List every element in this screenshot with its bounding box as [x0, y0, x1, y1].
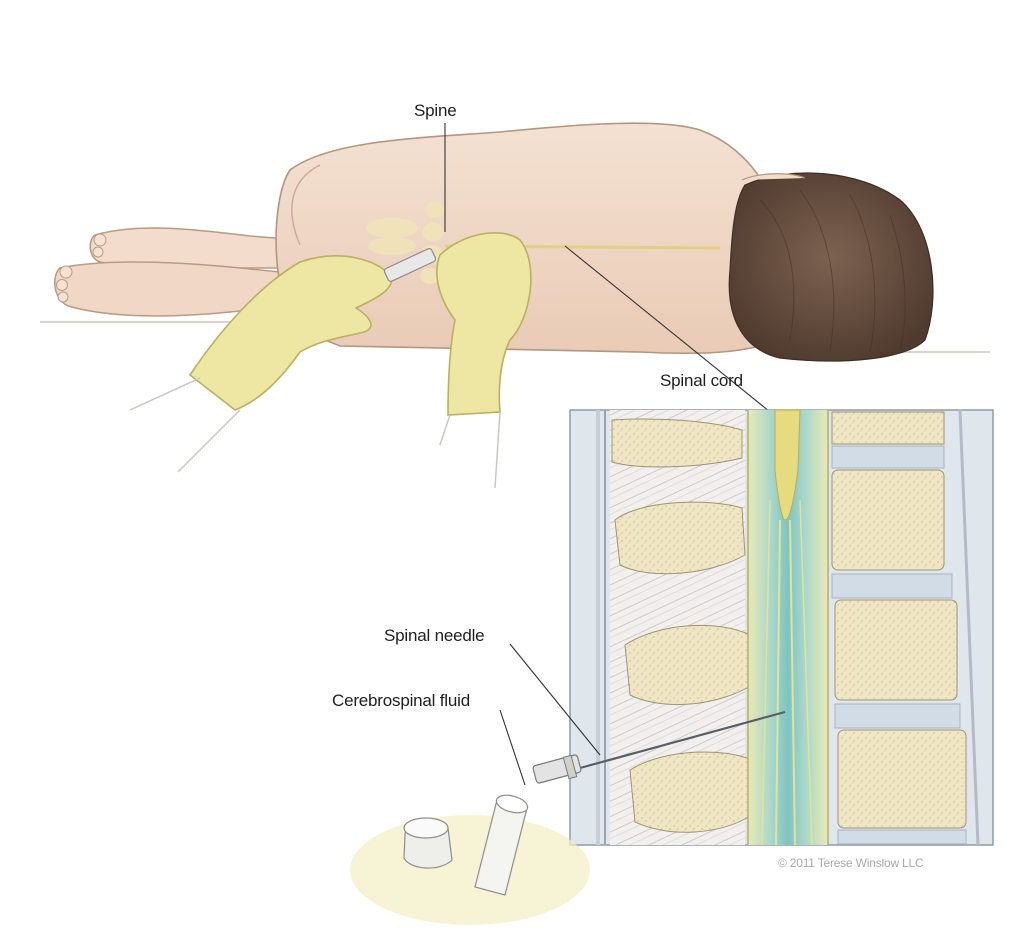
needle-leader-line [509, 643, 601, 756]
spinal-cross-section-inset [569, 409, 994, 846]
label-cerebrospinal-fluid: Cerebrospinal fluid [332, 691, 470, 710]
label-spine: Spine [414, 101, 457, 120]
csf-leader-line [499, 709, 526, 786]
label-spinal-needle: Spinal needle [384, 626, 485, 645]
label-spinal-cord: Spinal cord [660, 371, 743, 390]
spinal-cord-leader-line [564, 245, 781, 421]
patient-feet [54, 227, 301, 317]
collection-tubes [350, 794, 590, 925]
gloved-hands [129, 232, 532, 489]
copyright-notice: © 2011 Terese Winslow LLC [778, 856, 924, 870]
spinal-needle [532, 710, 786, 784]
patient-hair [728, 172, 934, 362]
syringe-hub [383, 248, 437, 282]
spine-on-back [366, 202, 721, 284]
spinal-cord-inset [774, 409, 801, 521]
